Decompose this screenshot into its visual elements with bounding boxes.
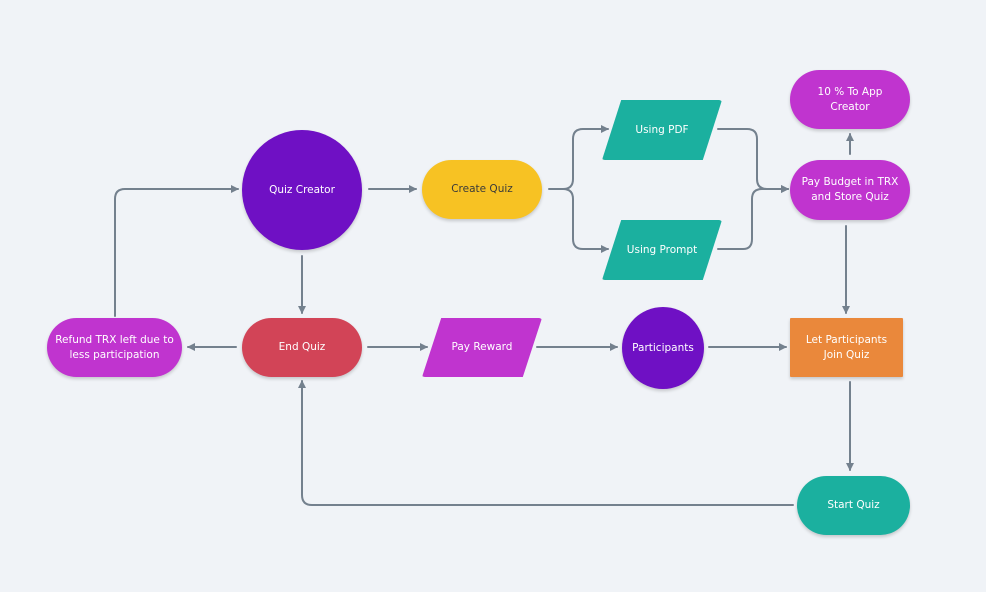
node-using-prompt-shape: [602, 220, 722, 280]
node-using-pdf-shape: [602, 100, 722, 160]
edge-refund-to-quiz-creator: [114, 185, 239, 317]
node-using-prompt-label: Using Prompt: [626, 243, 698, 256]
node-app-creator[interactable]: 10 % To App Creator: [790, 70, 910, 129]
node-participants-label: Participants: [632, 341, 694, 354]
edge-using-pdf-to-pay-budget: [717, 128, 789, 193]
node-pay-budget-label: Pay Budget in TRX and Store Quiz: [801, 176, 899, 203]
node-app-creator-label: 10 % To App Creator: [817, 85, 883, 113]
node-create-quiz-label: Create Quiz: [451, 183, 513, 195]
node-participants[interactable]: Participants: [622, 307, 704, 389]
node-refund[interactable]: Refund TRX left due to less participatio…: [47, 318, 182, 377]
edge-start-quiz-to-end-quiz: [298, 380, 794, 506]
node-using-pdf-label: Using PDF: [635, 123, 689, 136]
node-pay-reward[interactable]: Pay Reward: [422, 318, 542, 377]
node-pay-reward-shape: [422, 318, 542, 377]
node-pay-reward-label: Pay Reward: [451, 341, 513, 353]
edge-create-quiz-to-using-pdf: [548, 125, 609, 190]
node-pay-budget[interactable]: Pay Budget in TRX and Store Quiz: [790, 160, 910, 220]
node-let-participants[interactable]: Let Participants Join Quiz: [790, 318, 903, 377]
node-quiz-creator-label: Quiz Creator: [269, 183, 335, 196]
node-let-participants-label: Let Participants Join Quiz: [805, 333, 888, 361]
node-using-pdf[interactable]: Using PDF: [602, 100, 722, 160]
node-end-quiz-label: End Quiz: [278, 341, 326, 353]
node-using-prompt[interactable]: Using Prompt: [602, 220, 722, 280]
node-create-quiz[interactable]: Create Quiz: [422, 160, 542, 219]
node-start-quiz-label: Start Quiz: [827, 499, 880, 511]
node-quiz-creator[interactable]: Quiz Creator: [242, 130, 362, 250]
node-end-quiz[interactable]: End Quiz: [242, 318, 362, 377]
edge-create-quiz-to-using-prompt: [562, 188, 609, 253]
node-start-quiz[interactable]: Start Quiz: [797, 476, 910, 535]
node-refund-label: Refund TRX left due to less participatio…: [55, 333, 174, 361]
edge-using-prompt-to-pay-budget: [717, 185, 789, 250]
